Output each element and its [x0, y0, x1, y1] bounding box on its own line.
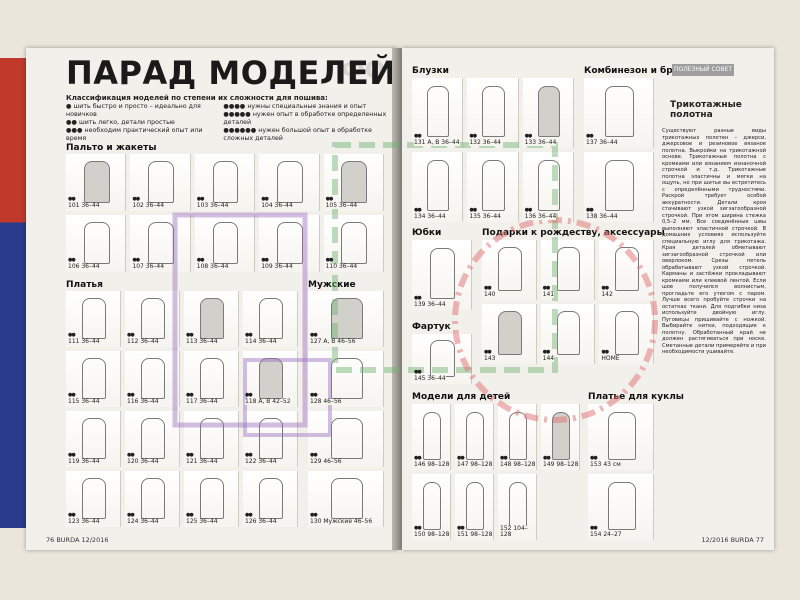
page-title: ПАРАД МОДЕЛЕЙ — [66, 54, 397, 92]
model-thumb[interactable]: ●●150 98–128 — [412, 474, 451, 540]
right-page: Блузки ●●131 A, B 36–44 ●●132 36–44 ●●13… — [402, 48, 774, 550]
model-thumb[interactable]: ●●113 36–44 — [184, 291, 239, 347]
model-thumb[interactable]: ●●146 98–128 — [412, 404, 451, 470]
difficulty-legend: Классификация моделей по степени их слож… — [66, 94, 398, 143]
model-thumb[interactable]: ●●153 43 см — [588, 404, 654, 470]
model-thumb[interactable]: ●●141 — [540, 240, 596, 300]
legend-heading: Классификация моделей по степени их слож… — [66, 94, 328, 102]
model-thumb[interactable]: ●●138 36–44 — [584, 152, 654, 222]
skirts-grid: ●●139 36–44 — [412, 240, 472, 310]
model-thumb[interactable]: ●●134 36–44 — [412, 152, 464, 222]
model-thumb[interactable]: ●●144 — [540, 304, 596, 364]
aprons-grid: ●●145 36–44 — [412, 334, 472, 384]
model-thumb[interactable]: ●●129 46–56 — [308, 411, 384, 467]
model-thumb[interactable]: ●●119 36–44 — [66, 411, 121, 467]
model-thumb[interactable]: ●●115 36–44 — [66, 351, 121, 407]
model-thumb[interactable]: ●●136 36–44 — [522, 152, 574, 222]
model-thumb[interactable]: ●●107 36–44 — [130, 215, 191, 272]
model-thumb[interactable]: ●●122 36–44 — [243, 411, 298, 467]
model-thumb[interactable]: ●●143 — [482, 304, 537, 364]
legend-item: ● шить быстро и просто – идеально для но… — [66, 103, 201, 118]
left-page: ФОТО ПАРАД МОДЕЛЕЙ Классификация моделей… — [26, 48, 398, 550]
section-dresses: Платья — [66, 280, 103, 290]
model-thumb[interactable]: ●●135 36–44 — [467, 152, 519, 222]
men-grid: ●●127 A, B 46–56 ●●128 46–56 ●●129 46–56… — [308, 291, 384, 527]
model-thumb[interactable]: ●●123 36–44 — [66, 471, 121, 527]
model-thumb[interactable]: ●●117 36–44 — [184, 351, 239, 407]
model-thumb[interactable]: ●●128 46–56 — [308, 351, 384, 407]
model-thumb[interactable]: ●●131 A, B 36–44 — [412, 78, 464, 148]
model-thumb[interactable]: ●●109 36–44 — [259, 215, 320, 272]
model-thumb[interactable]: ●●103 36–44 — [194, 154, 256, 211]
model-thumb[interactable]: ●●130 Мужские 46–56 — [308, 471, 384, 527]
magazine-cover-edge — [0, 58, 28, 528]
knit-body-text: Существуют разные виды трикотажных полот… — [662, 128, 766, 355]
blouses-grid: ●●131 A, B 36–44 ●●132 36–44 ●●133 36–44… — [412, 78, 574, 222]
kids-grid: ●●146 98–128 ●●147 98–128 ●●148 98–128 ●… — [412, 404, 580, 540]
model-thumb[interactable]: ●●151 98–128 — [455, 474, 494, 540]
section-kids: Модели для детей — [412, 392, 511, 402]
section-jumpsuit: Комбинезон и брюки — [584, 66, 694, 76]
model-thumb[interactable]: ●●102 36–44 — [130, 154, 191, 211]
section-gifts: Подарки к рождеству, аксессуары — [482, 228, 665, 238]
section-blouses: Блузки — [412, 66, 449, 76]
model-thumb[interactable]: ●●114 36–44 — [243, 291, 298, 347]
model-thumb[interactable]: ●●142 — [599, 240, 654, 300]
model-thumb[interactable]: ●●120 36–44 — [125, 411, 180, 467]
model-thumb[interactable]: ●●148 98–128 — [498, 404, 537, 470]
model-thumb[interactable]: ●●125 36–44 — [184, 471, 239, 527]
legend-item: ●●●●● нужен опыт в обработке определенны… — [223, 111, 387, 126]
model-thumb[interactable]: ●●127 A, B 46–56 — [308, 291, 384, 347]
dresses-grid: ●●111 36–44 ●●112 36–44 ●●113 36–44 ●●11… — [66, 291, 298, 527]
model-thumb[interactable]: ●●132 36–44 — [467, 78, 519, 148]
model-thumb[interactable]: ●●104 36–44 — [259, 154, 320, 211]
legend-item: ●●●● нужны специальные знания и опыт — [223, 103, 367, 110]
knit-heading: Трикотажные полотна — [670, 100, 742, 120]
model-thumb[interactable]: ●●126 36–44 — [243, 471, 298, 527]
model-thumb[interactable]: ●●112 36–44 — [125, 291, 180, 347]
model-thumb[interactable]: ●●133 36–44 — [522, 78, 574, 148]
model-thumb[interactable]: ●●139 36–44 — [412, 240, 472, 310]
coats-grid: ●●101 36–44 ●●102 36–44 ●●103 36–44 ●●10… — [66, 154, 384, 272]
section-skirts: Юбки — [412, 228, 442, 238]
model-thumb[interactable]: ●●111 36–44 — [66, 291, 121, 347]
model-thumb[interactable]: ●●116 36–44 — [125, 351, 180, 407]
model-thumb[interactable]: ●●154 24–27 — [588, 474, 654, 540]
legend-item: ●●● необходим практический опыт или врем… — [66, 127, 203, 142]
model-thumb[interactable]: ●●121 36–44 — [184, 411, 239, 467]
model-thumb[interactable]: ●●118 A, B 42–52 — [243, 351, 298, 407]
legend-item: ●●●●●● нужен большой опыт в обработке сл… — [223, 127, 372, 142]
right-page-footer: 12/2016 BURDA 77 — [701, 536, 764, 544]
jumpsuit-grid: ●●137 36–44 ●●138 36–44 — [584, 78, 654, 222]
model-thumb[interactable]: ●●101 36–44 — [66, 154, 127, 211]
section-doll: Платье для куклы — [588, 392, 684, 402]
model-thumb[interactable]: ●●108 36–44 — [194, 215, 256, 272]
section-aprons: Фартук — [412, 322, 451, 332]
title-ghost: ФОТО — [341, 56, 398, 84]
model-thumb[interactable]: ●●106 36–44 — [66, 215, 127, 272]
model-thumb[interactable]: ●●149 98–128 — [541, 404, 580, 470]
model-thumb[interactable]: ●●124 36–44 — [125, 471, 180, 527]
model-thumb[interactable]: ●●145 36–44 — [412, 334, 472, 384]
legend-item: ●● шить легко, детали простые — [66, 119, 175, 126]
model-thumb[interactable]: ●●140 — [482, 240, 537, 300]
model-thumb[interactable]: ●●110 36–44 — [323, 215, 384, 272]
left-page-footer: 76 BURDA 12/2016 — [46, 536, 109, 544]
model-thumb[interactable]: ●●HOME — [599, 304, 654, 364]
model-thumb[interactable]: ●●147 98–128 — [455, 404, 494, 470]
model-thumb[interactable]: ●●137 36–44 — [584, 78, 654, 148]
model-thumb[interactable]: ●●152 104–128 — [498, 474, 537, 540]
gifts-grid: ●●140 ●●141 ●●142 ●●143 ●●144 ●●HOME — [482, 240, 654, 364]
sidebar-tag: ПОЛЕЗНЫЙ СОВЕТ — [672, 64, 734, 76]
section-coats: Пальто и жакеты — [66, 143, 157, 153]
model-thumb[interactable]: ●●105 36–44 — [323, 154, 384, 211]
doll-grid: ●●153 43 см ●●154 24–27 — [588, 404, 654, 540]
